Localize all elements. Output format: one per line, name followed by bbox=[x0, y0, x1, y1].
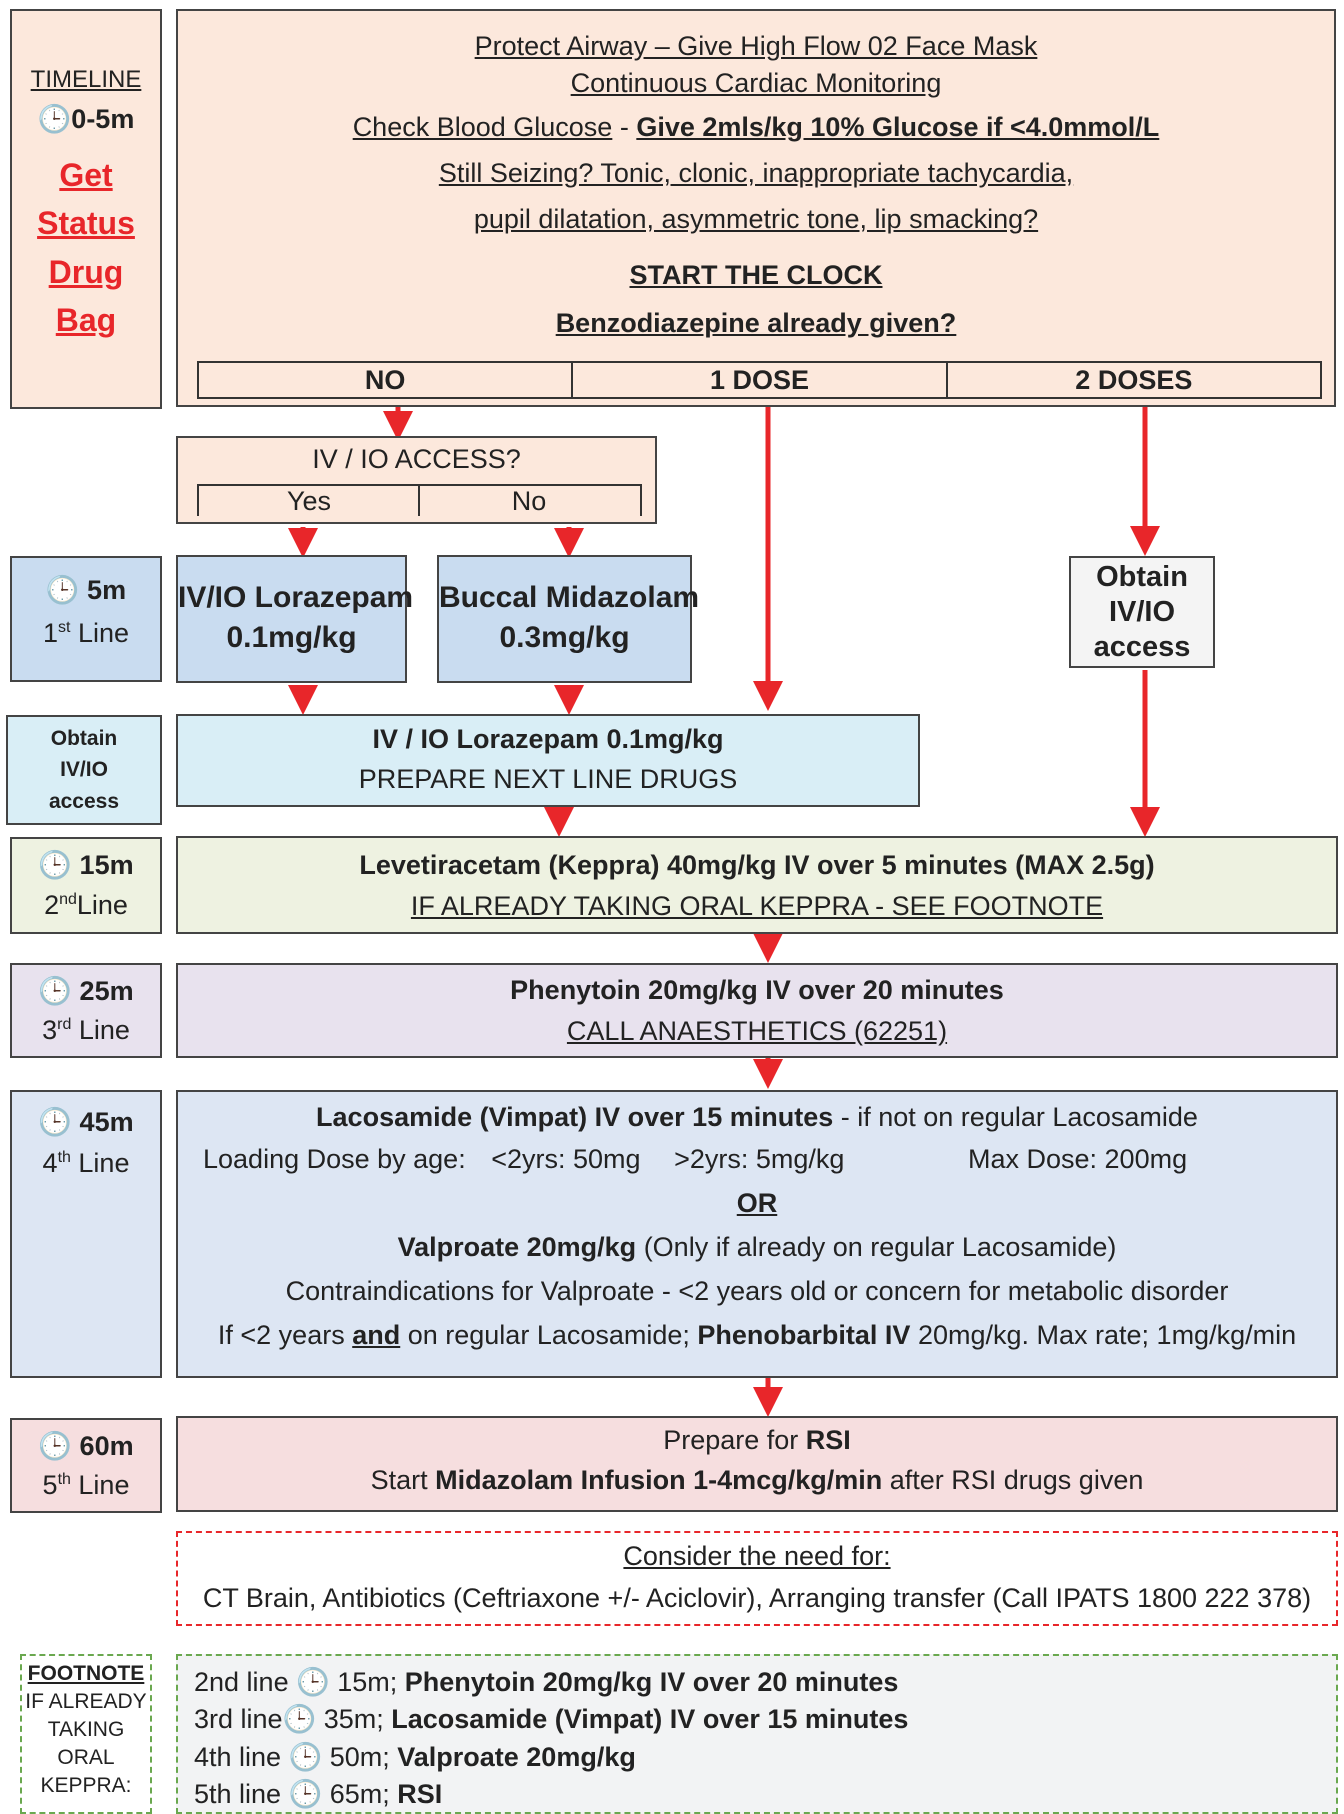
footnote-side-l4: KEPPRA: bbox=[40, 1774, 132, 1797]
start-the-clock: START THE CLOCK bbox=[629, 260, 883, 290]
line5-label: 5th Line bbox=[42, 1470, 130, 1500]
midazolam-dose: 0.3mg/kg bbox=[499, 621, 630, 654]
access-question: IV / IO ACCESS? bbox=[312, 444, 521, 474]
levetiracetam-dose: Levetiracetam (Keppra) 40mg/kg IV over 5… bbox=[359, 850, 1155, 880]
midazolam-infusion: Start Midazolam Infusion 1-4mcg/kg/min a… bbox=[370, 1465, 1144, 1495]
clock-icon: 🕒 bbox=[37, 104, 72, 134]
footnote-main-box: 2nd line 🕒 15m; Phenytoin 20mg/kg IV ove… bbox=[176, 1654, 1338, 1814]
timeline-time: 🕒0-5m bbox=[37, 104, 135, 134]
clock-icon: 🕒 bbox=[38, 850, 73, 880]
timeline-box: TIMELINE 🕒0-5m Get Status Drug Bag bbox=[10, 9, 162, 409]
loading-dose-row: Loading Dose by age: <2yrs: 50mg >2yrs: … bbox=[203, 1144, 1188, 1174]
timeline-bag: Bag bbox=[55, 302, 117, 338]
footnote-side-l2: TAKING bbox=[47, 1718, 125, 1741]
keppra-footnote-ref: IF ALREADY TAKING ORAL KEPPRA - SEE FOOT… bbox=[410, 891, 1104, 921]
clock-icon: 🕒 bbox=[45, 575, 80, 605]
midazolam-name: Buccal Midazolam bbox=[439, 581, 700, 614]
prepare-next-line: PREPARE NEXT LINE DRUGS bbox=[358, 764, 738, 794]
line3-time-box: 🕒 25m 3rd Line bbox=[10, 963, 162, 1058]
footnote-side-l3: ORAL bbox=[57, 1746, 115, 1769]
footnote-title: FOOTNOTE bbox=[27, 1662, 145, 1685]
dose-option-1-dose: 1 DOSE bbox=[571, 363, 945, 397]
line4-lacosamide-box: Lacosamide (Vimpat) IV over 15 minutes -… bbox=[176, 1090, 1338, 1378]
obtain-right-l3: access bbox=[1093, 631, 1191, 663]
line4-time: 🕒 45m bbox=[38, 1107, 134, 1137]
footnote-line-2nd: 2nd line 🕒 15m; Phenytoin 20mg/kg IV ove… bbox=[194, 1667, 899, 1697]
line2-levetiracetam-box: Levetiracetam (Keppra) 40mg/kg IV over 5… bbox=[176, 836, 1338, 934]
clock-icon: 🕒 bbox=[38, 1431, 73, 1461]
dose-options-row: NO 1 DOSE 2 DOSES bbox=[197, 361, 1322, 399]
line3-label: 3rd Line bbox=[42, 1015, 130, 1045]
dose-option-2-doses: 2 DOSES bbox=[945, 363, 1320, 397]
lacosamide-dose: Lacosamide (Vimpat) IV over 15 minutes -… bbox=[316, 1102, 1198, 1132]
initial-assessment-box: Protect Airway – Give High Flow 02 Face … bbox=[176, 9, 1336, 407]
call-anaesthetics: CALL ANAESTHETICS (62251) bbox=[566, 1016, 948, 1046]
footnote-line-4th: 4th line 🕒 50m; Valproate 20mg/kg bbox=[194, 1742, 636, 1772]
clock-icon: 🕒 bbox=[38, 976, 73, 1006]
obtain-left-l2: IV/IO bbox=[60, 758, 108, 781]
lorazepam-dose: 0.1mg/kg bbox=[226, 621, 357, 654]
top-line-monitoring: Continuous Cardiac Monitoring bbox=[570, 68, 942, 98]
phenytoin-dose: Phenytoin 20mg/kg IV over 20 minutes bbox=[510, 975, 1004, 1005]
top-line-glucose: Check Blood Glucose - Give 2mls/kg 10% G… bbox=[352, 112, 1160, 142]
top-line-still-seizing: Still Seizing? Tonic, clonic, inappropri… bbox=[438, 158, 1074, 188]
line1-time: 🕒 5m bbox=[45, 575, 127, 605]
clock-icon: 🕒 bbox=[288, 1742, 323, 1772]
access-no: No bbox=[511, 486, 547, 516]
lorazepam-name: IV/IO Lorazepam bbox=[178, 581, 414, 614]
lorazepam-second-dose: IV / IO Lorazepam 0.1mg/kg bbox=[372, 724, 724, 754]
consider-title: Consider the need for: bbox=[623, 1541, 891, 1571]
line5-time: 🕒 60m bbox=[38, 1431, 134, 1461]
line2-time-box: 🕒 15m 2ndLine bbox=[10, 837, 162, 934]
timeline-status: Status bbox=[37, 205, 135, 241]
consider-box: Consider the need for: CT Brain, Antibio… bbox=[176, 1531, 1338, 1626]
obtain-access-right-box: Obtain IV/IO access bbox=[1069, 556, 1215, 668]
midazolam-first-line-box: Buccal Midazolam 0.3mg/kg bbox=[437, 555, 700, 683]
or-separator: OR bbox=[736, 1188, 778, 1218]
access-divider bbox=[418, 486, 420, 516]
line2-label: 2ndLine bbox=[44, 890, 128, 920]
consider-items: CT Brain, Antibiotics (Ceftriaxone +/- A… bbox=[202, 1583, 1312, 1613]
clock-icon: 🕒 bbox=[282, 1704, 317, 1734]
line3-phenytoin-box: Phenytoin 20mg/kg IV over 20 minutes CAL… bbox=[176, 963, 1338, 1058]
timeline-get: Get bbox=[59, 157, 113, 193]
line1-time-box: 🕒 5m 1st Line bbox=[10, 556, 162, 682]
footnote-line-5th: 5th line 🕒 65m; RSI bbox=[194, 1779, 443, 1809]
footnote-line-3rd: 3rd line🕒 35m; Lacosamide (Vimpat) IV ov… bbox=[194, 1704, 909, 1734]
obtain-right-l2: IV/IO bbox=[1108, 596, 1176, 628]
line2-time: 🕒 15m bbox=[38, 850, 134, 880]
lorazepam-second-dose-box: IV / IO Lorazepam 0.1mg/kg PREPARE NEXT … bbox=[176, 714, 920, 807]
prepare-rsi: Prepare for RSI bbox=[663, 1425, 851, 1455]
line5-rsi-box: Prepare for RSI Start Midazolam Infusion… bbox=[176, 1416, 1338, 1512]
line1-label: 1st Line bbox=[42, 618, 130, 648]
lorazepam-first-line-box: IV/IO Lorazepam 0.1mg/kg bbox=[176, 555, 414, 683]
valproate-dose: Valproate 20mg/kg (Only if already on re… bbox=[397, 1232, 1117, 1262]
line4-time-box: 🕒 45m 4th Line bbox=[10, 1090, 162, 1378]
obtain-left-l3: access bbox=[48, 790, 120, 813]
top-line-airway: Protect Airway – Give High Flow 02 Face … bbox=[474, 31, 1038, 61]
line4-label: 4th Line bbox=[42, 1148, 130, 1178]
access-options-row: Yes No bbox=[197, 484, 642, 516]
timeline-drug: Drug bbox=[48, 254, 124, 290]
top-line-pupil: pupil dilatation, asymmetric tone, lip s… bbox=[473, 204, 1039, 234]
footnote-side-box: FOOTNOTE IF ALREADY TAKING ORAL KEPPRA: bbox=[20, 1654, 152, 1814]
clock-icon: 🕒 bbox=[296, 1667, 330, 1697]
footnote-side-l1: IF ALREADY bbox=[25, 1690, 147, 1713]
clock-icon: 🕒 bbox=[38, 1107, 73, 1137]
iv-io-access-box: IV / IO ACCESS? Yes No bbox=[176, 436, 657, 524]
timeline-label: TIMELINE bbox=[30, 66, 142, 93]
obtain-right-l1: Obtain bbox=[1096, 561, 1188, 593]
valproate-contraindications: Contraindications for Valproate - <2 yea… bbox=[285, 1276, 1229, 1306]
benzo-question: Benzodiazepine already given? bbox=[555, 308, 957, 338]
clock-icon: 🕒 bbox=[288, 1779, 323, 1809]
obtain-left-l1: Obtain bbox=[50, 727, 118, 750]
phenobarbital-line: If <2 years and on regular Lacosamide; P… bbox=[217, 1320, 1297, 1350]
obtain-access-left-box: Obtain IV/IO access bbox=[6, 715, 162, 825]
dose-option-no: NO bbox=[364, 365, 406, 395]
access-yes: Yes bbox=[286, 486, 332, 516]
line3-time: 🕒 25m bbox=[38, 976, 134, 1006]
line5-time-box: 🕒 60m 5th Line bbox=[10, 1418, 162, 1513]
